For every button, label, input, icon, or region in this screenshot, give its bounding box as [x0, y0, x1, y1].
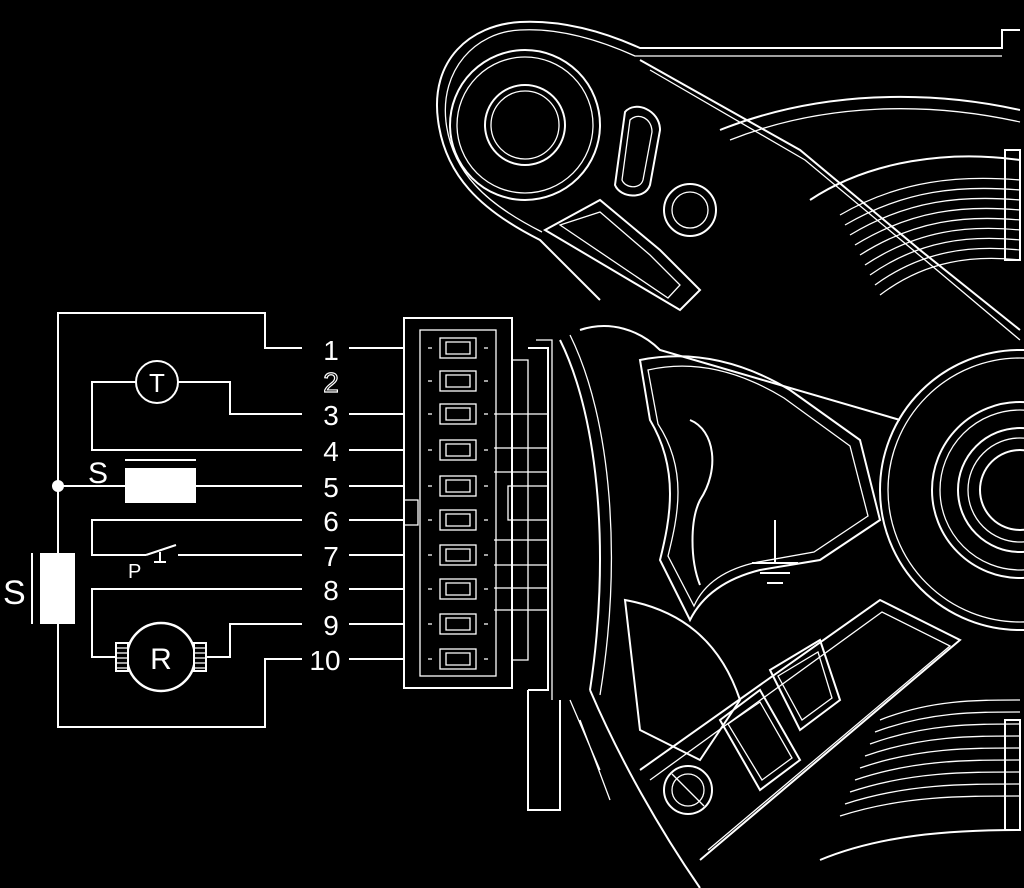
rotor-label: R — [150, 643, 172, 676]
protector-switch — [145, 544, 177, 563]
connector-contact — [428, 548, 488, 562]
connector-slot — [439, 613, 477, 635]
connector-slot — [439, 578, 477, 600]
connector-contact — [428, 443, 488, 457]
terminal-label: 2 — [323, 367, 339, 398]
junction-dot — [52, 480, 64, 492]
motor-housing — [435, 20, 1024, 888]
connector-contact — [428, 341, 488, 355]
connector-contact — [428, 582, 488, 596]
terminal-label: 8 — [323, 575, 339, 606]
protector-label: P — [128, 561, 141, 583]
connector-slot — [439, 509, 477, 531]
screw-bottom — [663, 765, 713, 815]
wire-tacho — [91, 381, 302, 451]
terminal-label: 1 — [323, 335, 339, 366]
connector-slot — [439, 475, 477, 497]
plug-housing — [494, 339, 553, 700]
terminal-label: 10 — [309, 645, 340, 676]
field-winding-label-h: S — [88, 457, 108, 490]
connector-contact — [428, 407, 488, 421]
brush-right — [193, 642, 207, 672]
ground-icon — [752, 520, 798, 584]
mount-hole-top — [449, 49, 601, 201]
winding-coil-bottom — [819, 699, 1021, 861]
field-winding-horizontal — [125, 468, 196, 503]
field-winding-vertical — [40, 553, 75, 624]
connector-slots — [428, 337, 488, 670]
wire-protector — [91, 519, 302, 556]
connector-contact — [428, 479, 488, 493]
connector-contact — [428, 652, 488, 666]
terminal-labels: 1 2 3 4 5 6 7 8 9 10 — [309, 335, 340, 676]
leader-lines — [349, 347, 404, 660]
connector-slot — [439, 337, 477, 359]
tacho-label: T — [149, 368, 165, 398]
connector-contact — [428, 617, 488, 631]
connector-contact — [428, 374, 488, 388]
terminal-label: 9 — [323, 610, 339, 641]
connector-slot — [439, 648, 477, 670]
winding-coil-top — [809, 155, 1021, 296]
wire-pin1 — [57, 312, 302, 728]
field-winding-label-v: S — [3, 574, 26, 612]
terminal-label: 4 — [323, 436, 339, 467]
schematic: T S S P R — [3, 312, 302, 728]
tacho-circle — [135, 360, 179, 404]
terminal-label: 3 — [323, 400, 339, 431]
terminal-label: 5 — [323, 472, 339, 503]
connector-slot — [439, 403, 477, 425]
terminal-label: 7 — [323, 541, 339, 572]
connector-contact — [428, 513, 488, 527]
terminal-label: 6 — [323, 506, 339, 537]
connector-slot — [439, 370, 477, 392]
terminal-connector — [403, 317, 529, 689]
screw-top — [663, 183, 717, 237]
bearing-hub — [879, 349, 1024, 631]
brush-left — [115, 642, 129, 672]
connector-slot — [439, 544, 477, 566]
wire-rotor — [91, 588, 302, 658]
connector-slot — [439, 439, 477, 461]
